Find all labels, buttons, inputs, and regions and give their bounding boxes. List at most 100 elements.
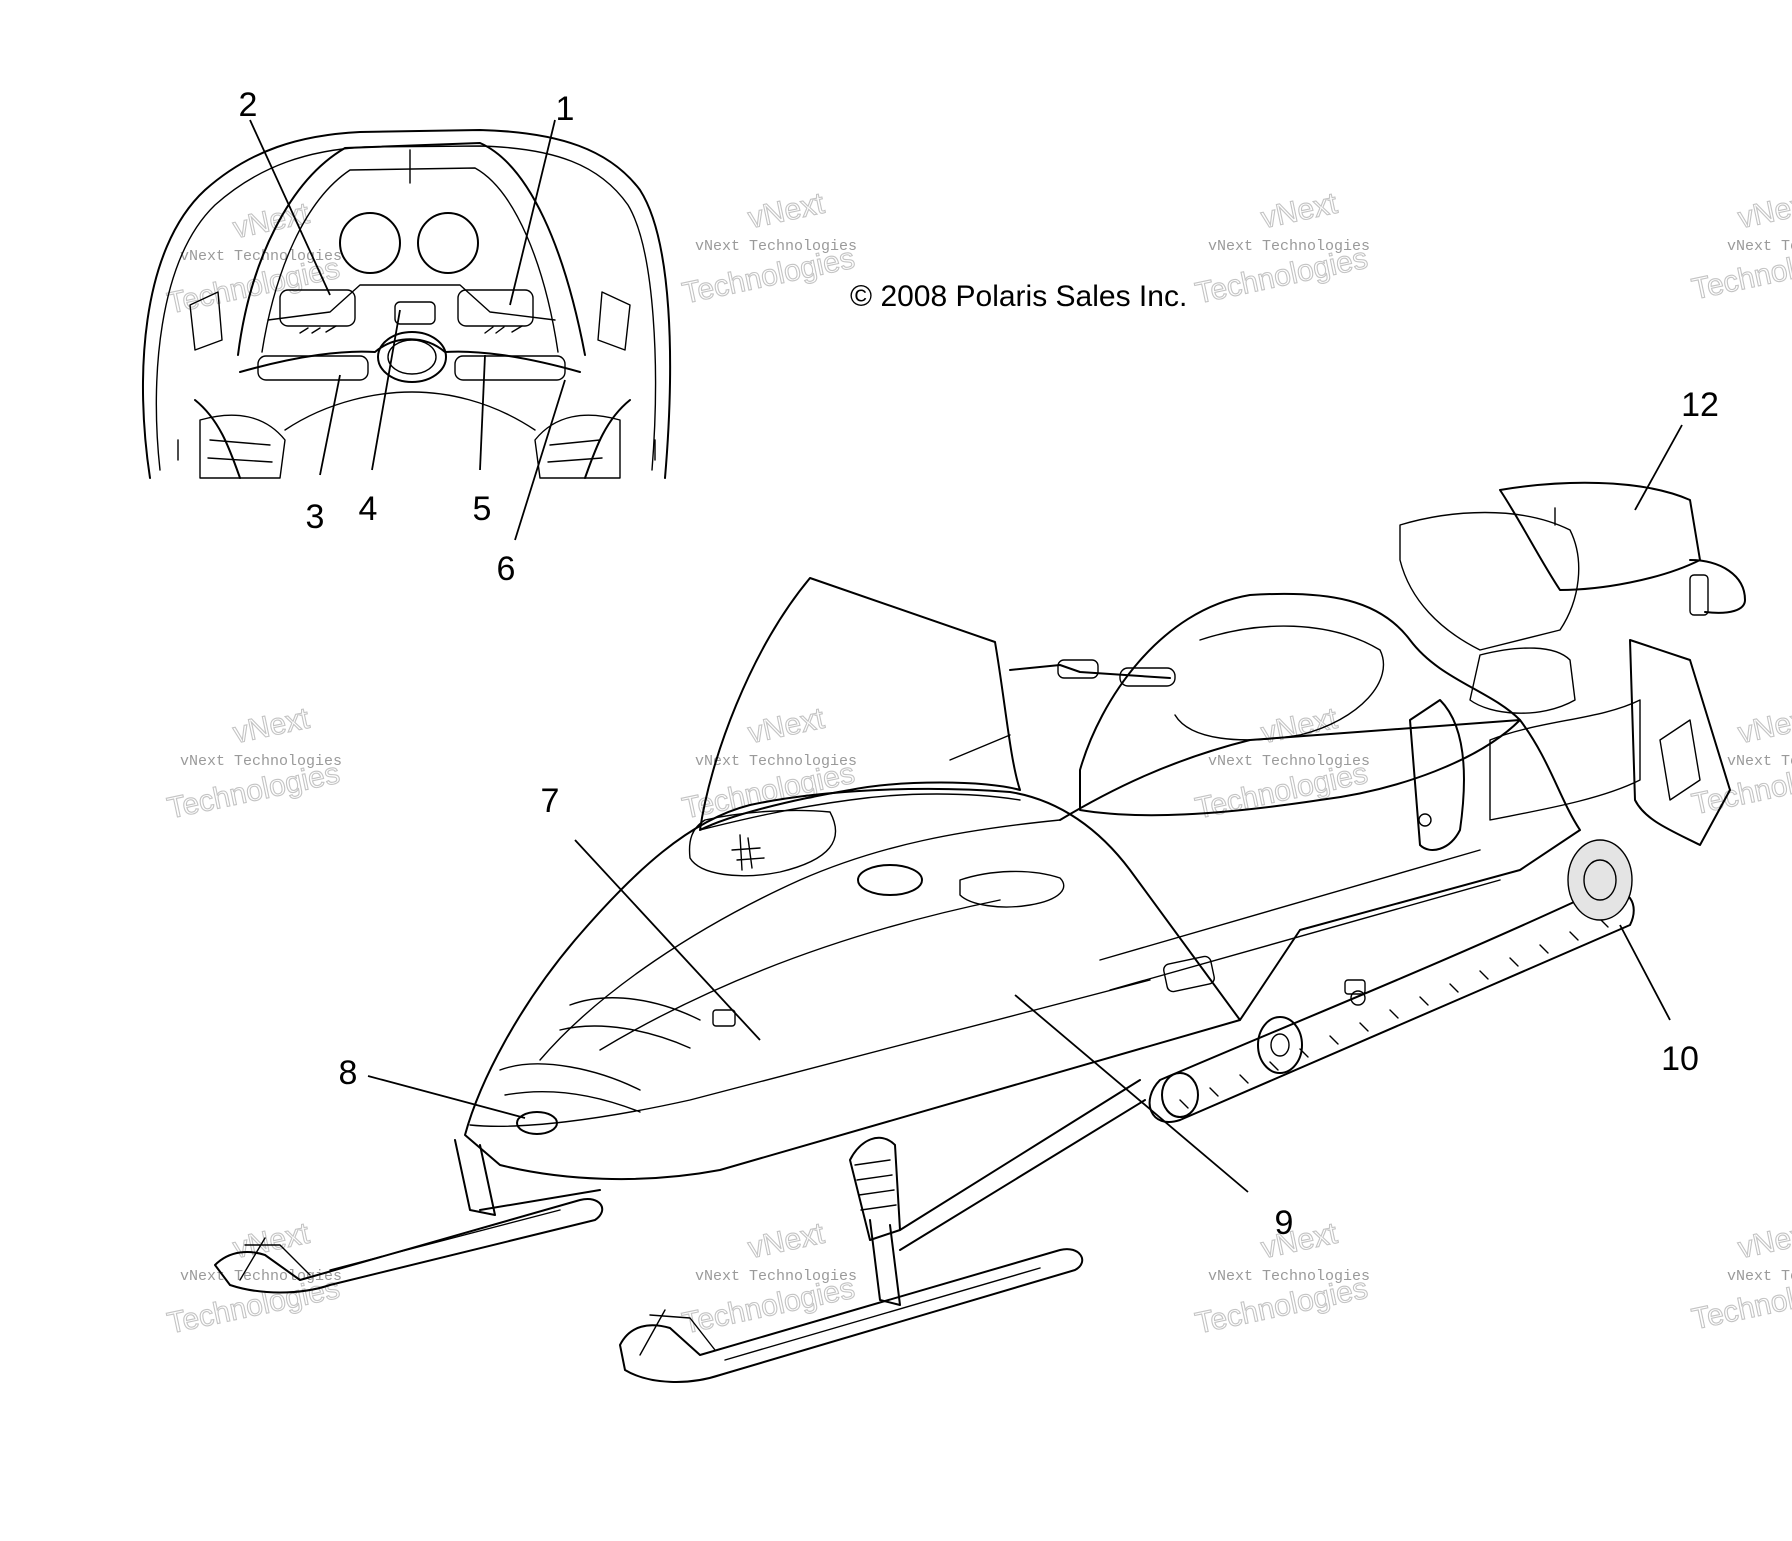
leader-line-4 <box>371 309 401 471</box>
ski-loop-left <box>239 1237 311 1281</box>
callout-4: 4 <box>359 490 378 528</box>
hood-console-panel <box>688 809 837 877</box>
leader-line-9 <box>1014 994 1249 1193</box>
windshield-base <box>699 793 1021 831</box>
backrest-pad <box>1469 647 1576 714</box>
watermark-large-text: vNext <box>745 187 828 235</box>
switch-panel-left <box>257 355 369 381</box>
center-decal-panel <box>394 301 436 325</box>
watermark: Technologies vNext vNext Technologies <box>164 1216 343 1341</box>
leader-line-8 <box>367 1075 526 1119</box>
ski-runner-left <box>329 1209 561 1271</box>
intake-vent-right <box>534 414 621 479</box>
watermark: Technologies vNext vNext Technologies <box>1192 701 1371 826</box>
track-lugs <box>1179 918 1609 1109</box>
watermark-large-text: vNext <box>1735 702 1792 750</box>
leader-line-3 <box>319 374 341 476</box>
switch-panel-right <box>454 355 566 381</box>
callout-5: 5 <box>473 490 492 528</box>
watermark-large-text: vNext <box>745 1217 828 1265</box>
watermark: Technologies vNext vNext Technologies <box>1688 701 1792 822</box>
front-strut-left <box>454 1139 496 1216</box>
watermark-small-text: vNext Technologies <box>695 753 857 770</box>
callout-labels: 1 2 3 4 5 6 7 8 9 10 12 <box>239 86 1719 1242</box>
leader-lines <box>249 119 1683 1193</box>
watermark: Technologies vNext vNext Technologies <box>679 1216 858 1341</box>
hood-side-vents <box>559 997 701 1049</box>
watermark-large-text: vNext <box>1258 1217 1341 1265</box>
watermark-large-text: vNext <box>1735 1217 1792 1265</box>
watermark-small-text: vNext Technologies <box>1208 753 1370 770</box>
leader-line-2 <box>249 119 331 296</box>
watermark-small-text: vNext Technologies <box>1208 1268 1370 1285</box>
decal-panel-left <box>279 289 356 327</box>
hood-nose-arch <box>284 391 536 431</box>
watermark-large-text: vNext <box>230 1217 313 1265</box>
seat <box>1079 592 1521 817</box>
hood-logo-decal <box>731 834 765 871</box>
watermark-small-text: vNext Technologies <box>1208 238 1370 255</box>
console-upper-edge <box>267 284 556 321</box>
watermark: Technologies vNext vNext Technologies <box>164 196 343 321</box>
rear-idler-hub <box>1583 859 1617 901</box>
watermarks: Technologies vNext vNext Technologies Te… <box>164 186 1792 1341</box>
watermark-large-text: vNext <box>230 702 313 750</box>
dashboard-inset-illustration <box>141 129 672 479</box>
watermark-small-text: vNext Technologies <box>1727 1268 1792 1285</box>
callout-2: 2 <box>239 86 258 124</box>
handlebar-grip-right <box>1119 667 1176 687</box>
callout-1: 1 <box>556 90 575 128</box>
center-key-bezel <box>377 331 447 383</box>
windshield <box>699 577 1021 831</box>
ski-left <box>214 1198 604 1294</box>
rear-bracket-bolt <box>1418 813 1432 827</box>
leader-line-1 <box>509 119 556 306</box>
rear-grab-bar <box>1689 559 1746 614</box>
handlebar <box>1009 664 1171 679</box>
ski-runner-right <box>724 1267 1041 1361</box>
watermark-small-text: vNext Technologies <box>695 1268 857 1285</box>
track-mount-bolt <box>1350 990 1366 1006</box>
callout-6: 6 <box>497 550 516 588</box>
snowmobile-illustration <box>214 481 1746 1383</box>
hood-inner-shell <box>155 145 657 471</box>
side-decal-block <box>1163 955 1215 993</box>
watermark-large-text: vNext <box>1735 187 1792 235</box>
watermark-small-text: vNext Technologies <box>180 753 342 770</box>
center-key-inner <box>387 339 437 375</box>
side-scoop-left <box>189 291 223 351</box>
side-panel <box>1059 719 1581 1021</box>
watermark: Technologies vNext vNext Technologies <box>164 701 343 826</box>
gauge-left <box>339 212 401 274</box>
copyright-text: © 2008 Polaris Sales Inc. <box>850 280 1187 313</box>
hood-outer-shell <box>141 129 672 479</box>
ski-right <box>619 1248 1084 1383</box>
watermark: Technologies vNext vNext Technologies <box>1688 1216 1792 1337</box>
windshield-frame <box>237 142 586 356</box>
watermark-small-text: vNext Technologies <box>1727 238 1792 255</box>
hood-ellipse-decal <box>857 864 923 896</box>
callout-9: 9 <box>1275 1204 1294 1242</box>
hood-latch <box>712 1009 736 1027</box>
track-mount-block <box>1344 979 1366 995</box>
shock-coil-turns <box>854 1159 897 1211</box>
callout-7: 7 <box>541 782 560 820</box>
watermark-large-text: vNext <box>1258 187 1341 235</box>
callout-10: 10 <box>1661 1040 1699 1078</box>
leader-line-10 <box>1619 924 1671 1021</box>
decal-panel-right <box>457 289 534 327</box>
gauge-right <box>417 212 479 274</box>
watermark: Technologies vNext vNext Technologies <box>1688 186 1792 307</box>
leader-line-5 <box>479 354 486 471</box>
hood-crease-lower <box>469 979 1151 1127</box>
front-track-wheel <box>1161 1072 1199 1118</box>
hood-emblem-front <box>516 1111 558 1135</box>
handlebar-grip-left <box>1057 659 1099 679</box>
a-arm <box>899 1079 1146 1251</box>
windshield-inner-frame <box>261 167 559 353</box>
hood-nose-vents <box>499 1063 641 1113</box>
decal-glyph-right <box>484 325 523 334</box>
callout-12: 12 <box>1681 386 1719 424</box>
rear-tunnel-panel <box>1489 699 1641 821</box>
